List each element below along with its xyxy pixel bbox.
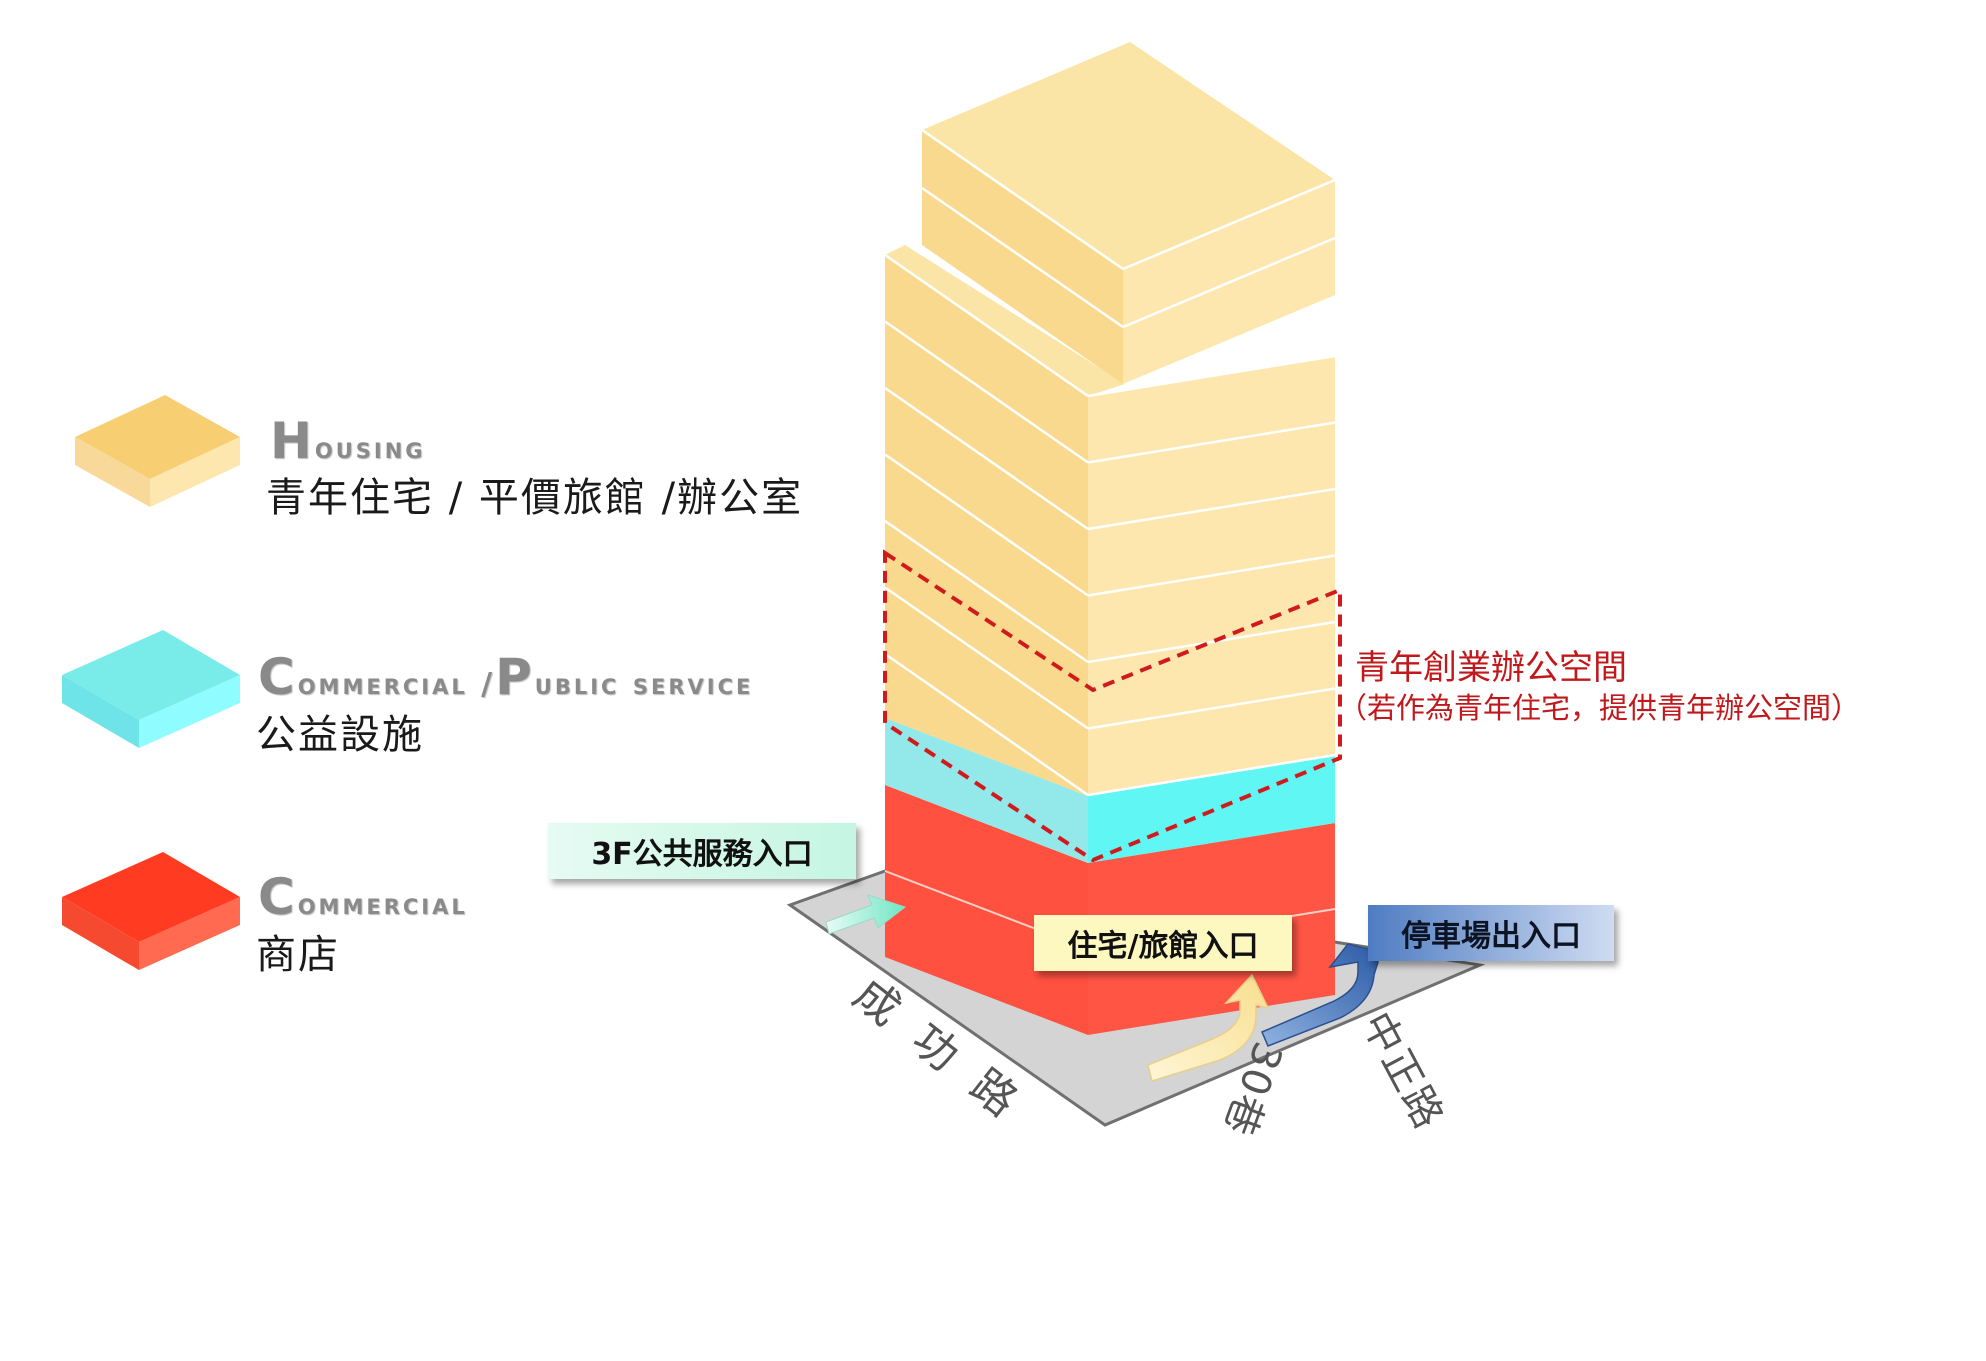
legend-swatch-housing xyxy=(75,395,240,507)
floor-line xyxy=(884,320,1089,464)
floor-line xyxy=(1087,487,1336,531)
arrow-public-entrance-icon xyxy=(825,894,907,935)
legend-commercial-en: Commercial xyxy=(258,868,468,926)
housing-upper-top-face xyxy=(922,42,1335,269)
legend-public-en: Commercial /Public service xyxy=(258,648,754,706)
floor-line xyxy=(1087,354,1336,398)
annotation-subtitle: （若作為青年住宅，提供青年辦公空間） xyxy=(1338,691,1861,725)
floor-line xyxy=(884,652,1089,797)
floor-line xyxy=(1087,554,1336,597)
floor-line xyxy=(1087,753,1336,797)
arrow-housing-entrance-icon xyxy=(1147,973,1270,1082)
floor-line xyxy=(1087,421,1336,464)
tower-upper xyxy=(921,42,1336,384)
floor-line xyxy=(884,453,1089,597)
floor-line xyxy=(1087,687,1336,730)
legend-public-zh: 公益設施 xyxy=(256,712,424,758)
legend-swatch-commercial xyxy=(62,852,240,970)
floor-line xyxy=(884,519,1089,664)
annotation-title: 青年創業辦公空間 xyxy=(1355,648,1627,688)
floor-line xyxy=(884,586,1089,730)
startup-office-outline xyxy=(883,549,1342,863)
legend-housing-en: Housing xyxy=(270,412,426,470)
tag-public-entrance: 3F公共服務入口 xyxy=(548,823,856,879)
legend-swatch-public xyxy=(62,630,240,748)
floor-line xyxy=(1087,620,1336,664)
legend-housing-zh: 青年住宅 / 平價旅館 /辦公室 xyxy=(266,475,804,521)
tag-housing-entrance: 住宅/旅館入口 xyxy=(1034,915,1292,971)
floor-line xyxy=(884,253,1089,398)
legend-commercial-zh: 商店 xyxy=(256,932,340,978)
tag-parking-entrance: 停車場出入口 xyxy=(1368,905,1614,961)
housing-lower-top-face xyxy=(885,245,1125,396)
floor-line xyxy=(884,386,1089,531)
arrow-parking-entrance-icon xyxy=(1261,943,1379,1047)
tower-lower xyxy=(884,245,1336,1035)
